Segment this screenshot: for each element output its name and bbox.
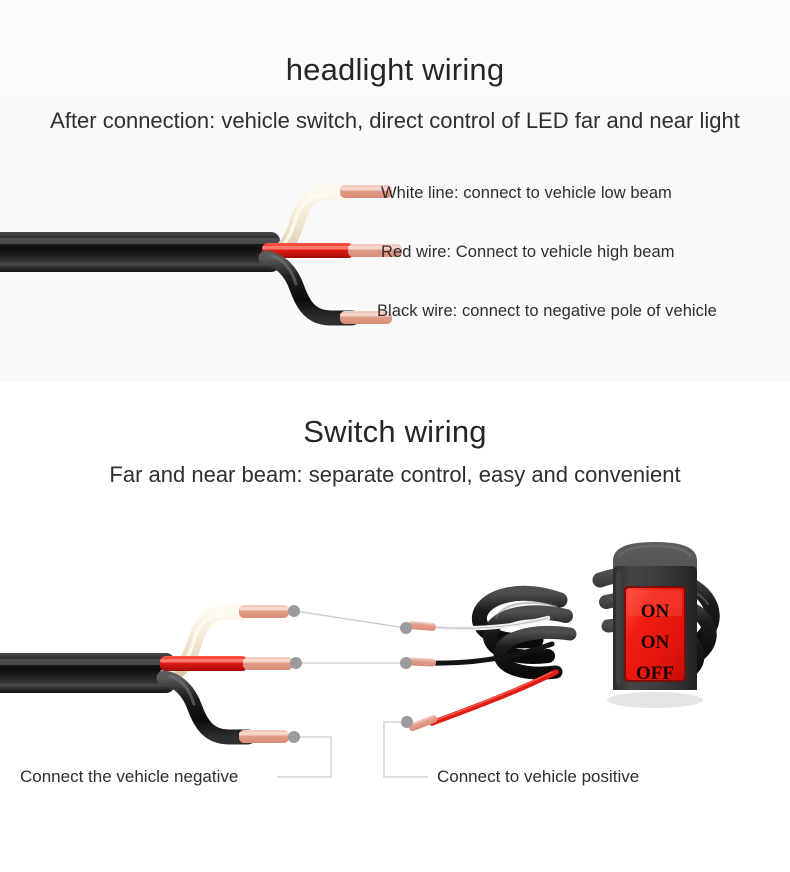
caption-connect-positive: Connect to vehicle positive bbox=[437, 767, 640, 786]
switch-wiring-section bbox=[0, 382, 790, 872]
headlight-wiring-title: headlight wiring bbox=[285, 52, 505, 87]
label-white-wire: White line: connect to vehicle low beam bbox=[381, 184, 672, 202]
headlight-wiring-subtitle: After connection: vehicle switch, direct… bbox=[50, 108, 740, 133]
switch-wiring-title: Switch wiring bbox=[303, 414, 487, 449]
label-black-wire: Black wire: connect to negative pole of … bbox=[377, 302, 717, 320]
label-red-wire: Red wire: Connect to vehicle high beam bbox=[381, 243, 675, 261]
headlight-wiring-section bbox=[0, 0, 790, 382]
switch-wiring-subtitle: Far and near beam: separate control, eas… bbox=[109, 462, 681, 487]
caption-connect-negative: Connect the vehicle negative bbox=[20, 767, 239, 786]
